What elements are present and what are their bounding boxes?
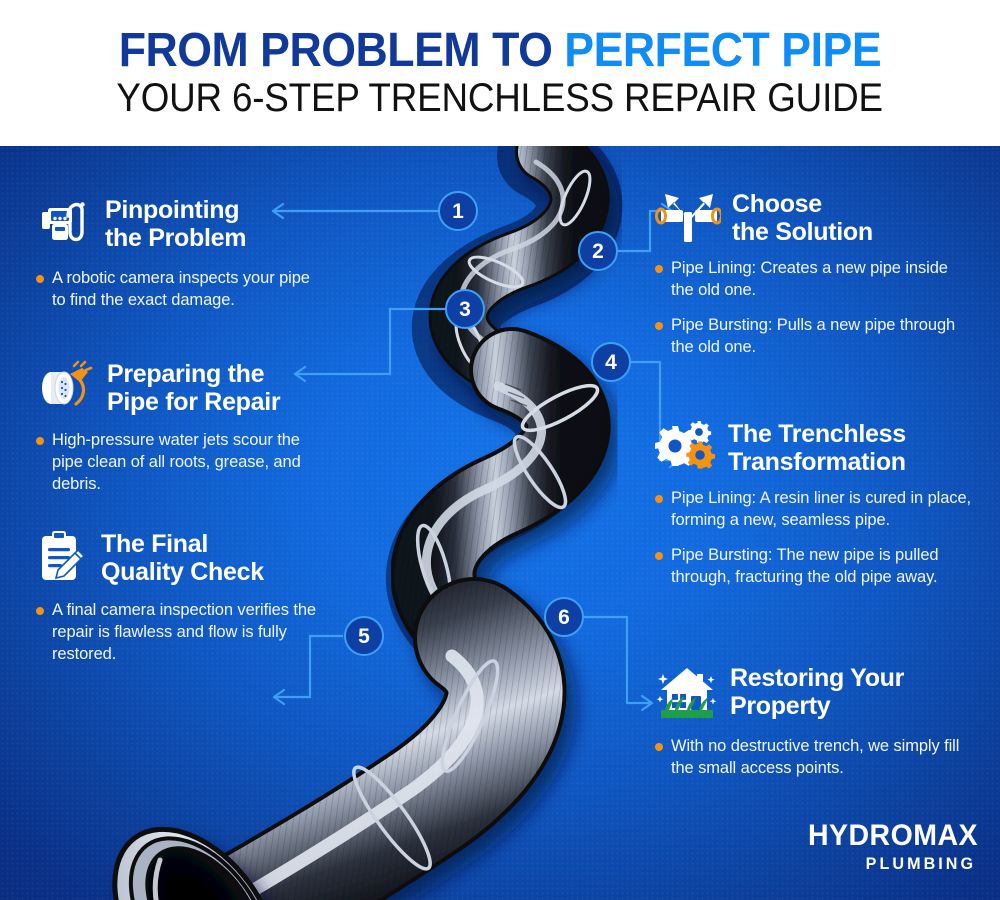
sparkles bbox=[656, 674, 717, 705]
page-title-part1: FROM PROBLEM TO bbox=[118, 23, 565, 77]
bullet-dot-icon bbox=[36, 275, 44, 283]
house-sparkle-icon bbox=[655, 662, 719, 727]
bullet-item: A robotic camera inspects your pipe to f… bbox=[36, 268, 324, 312]
step-badge-4[interactable]: 4 bbox=[591, 342, 631, 382]
step-6-bullets: With no destructive trench, we simply fi… bbox=[655, 736, 975, 780]
pipe-open-end bbox=[112, 826, 280, 900]
pipe-cleaning-jet-icon bbox=[34, 358, 96, 421]
step-2-title: Choose the Solution bbox=[732, 190, 873, 246]
step-badge-2[interactable]: 2 bbox=[578, 231, 618, 271]
step-1-title: Pinpointing the Problem bbox=[105, 196, 247, 252]
bullet-dot-icon bbox=[655, 551, 663, 560]
pipe-fork-choice-icon bbox=[655, 188, 723, 249]
company-logo[interactable]: HYDROMAX PLUMBING bbox=[799, 819, 978, 873]
page-title: FROM PROBLEM TO PERFECT PIPE bbox=[118, 23, 882, 77]
step-badge-1[interactable]: 1 bbox=[438, 191, 478, 231]
step-block-4[interactable]: The Trenchless Transformation Pipe Linin… bbox=[655, 418, 985, 589]
step-badge-6[interactable]: 6 bbox=[544, 597, 584, 637]
connector-step-3 bbox=[295, 307, 453, 376]
pipe-upper-section bbox=[428, 146, 610, 400]
pipe-inspection-camera-icon bbox=[34, 194, 94, 259]
bullet-dot-icon bbox=[655, 265, 663, 273]
infographic-header: FROM PROBLEM TO PERFECT PIPE YOUR 6-STEP… bbox=[0, 0, 1000, 146]
bullet-item: Pipe Bursting: Pulls a new pipe through … bbox=[655, 315, 973, 359]
connector-step-6 bbox=[583, 615, 652, 705]
step-4-heading: The Trenchless Transformation bbox=[655, 418, 985, 479]
step-block-3[interactable]: Preparing the Pipe for Repair High-press… bbox=[34, 358, 329, 496]
connector-step-2 bbox=[617, 209, 672, 253]
step-2-bullets: Pipe Lining: Creates a new pipe inside t… bbox=[655, 258, 973, 359]
bullet-dot-icon bbox=[655, 495, 663, 503]
step-3-bullets: High-pressure water jets scour the pipe … bbox=[34, 430, 329, 496]
bullet-item: Pipe Lining: Creates a new pipe inside t… bbox=[655, 258, 973, 302]
step-1-bullets: A robotic camera inspects your pipe to f… bbox=[34, 268, 324, 312]
pipe-lower-section bbox=[150, 577, 567, 900]
bullet-item: High-pressure water jets scour the pipe … bbox=[36, 430, 329, 496]
page-title-part2: PERFECT PIPE bbox=[564, 23, 882, 77]
bullet-dot-icon bbox=[36, 437, 44, 445]
step-badge-3[interactable]: 3 bbox=[445, 289, 485, 329]
step-4-title: The Trenchless Transformation bbox=[728, 420, 906, 476]
step-5-bullets: A final camera inspection verifies the r… bbox=[34, 600, 334, 666]
step-block-5[interactable]: The Final Quality Check A final camera i… bbox=[34, 528, 334, 666]
step-6-heading: Restoring Your Property bbox=[655, 662, 975, 727]
step-block-2[interactable]: Choose the Solution Pipe Lining: Creates… bbox=[655, 188, 973, 359]
logo-tagline: PLUMBING bbox=[865, 854, 977, 873]
step-3-title: Preparing the Pipe for Repair bbox=[107, 360, 281, 416]
step-5-heading: The Final Quality Check bbox=[34, 528, 334, 591]
step-1-heading: Pinpointing the Problem bbox=[34, 194, 324, 259]
step-5-title: The Final Quality Check bbox=[101, 530, 264, 586]
page-subtitle: YOUR 6-STEP TRENCHLESS REPAIR GUIDE bbox=[116, 76, 884, 121]
gears-icon bbox=[655, 418, 717, 479]
bullet-item: Pipe Lining: A resin liner is cured in p… bbox=[655, 488, 985, 532]
bullet-dot-icon bbox=[655, 321, 663, 330]
bullet-item: With no destructive trench, we simply fi… bbox=[655, 736, 975, 780]
bullet-item: A final camera inspection verifies the r… bbox=[36, 600, 334, 666]
grass bbox=[661, 696, 713, 718]
bullet-dot-icon bbox=[655, 743, 663, 751]
step-6-title: Restoring Your Property bbox=[730, 664, 905, 720]
pipe-ring-ticks bbox=[504, 383, 528, 407]
step-block-1[interactable]: Pinpointing the Problem A robotic camera… bbox=[34, 194, 324, 312]
connector-step-5 bbox=[274, 634, 343, 699]
step-4-bullets: Pipe Lining: A resin liner is cured in p… bbox=[655, 488, 985, 589]
bullet-item: Pipe Bursting: The new pipe is pulled th… bbox=[655, 545, 985, 589]
infographic-canvas: Pinpointing the Problem A robotic camera… bbox=[0, 146, 1000, 900]
step-badge-5[interactable]: 5 bbox=[344, 616, 384, 656]
step-block-6[interactable]: Restoring Your Property With no destruct… bbox=[655, 662, 975, 780]
bullet-dot-icon bbox=[36, 607, 44, 615]
step-2-heading: Choose the Solution bbox=[655, 188, 973, 249]
logo-name: HYDROMAX bbox=[807, 819, 978, 852]
clipboard-check-icon bbox=[34, 528, 90, 591]
pipe-illustration bbox=[112, 146, 623, 900]
step-3-heading: Preparing the Pipe for Repair bbox=[34, 358, 329, 421]
